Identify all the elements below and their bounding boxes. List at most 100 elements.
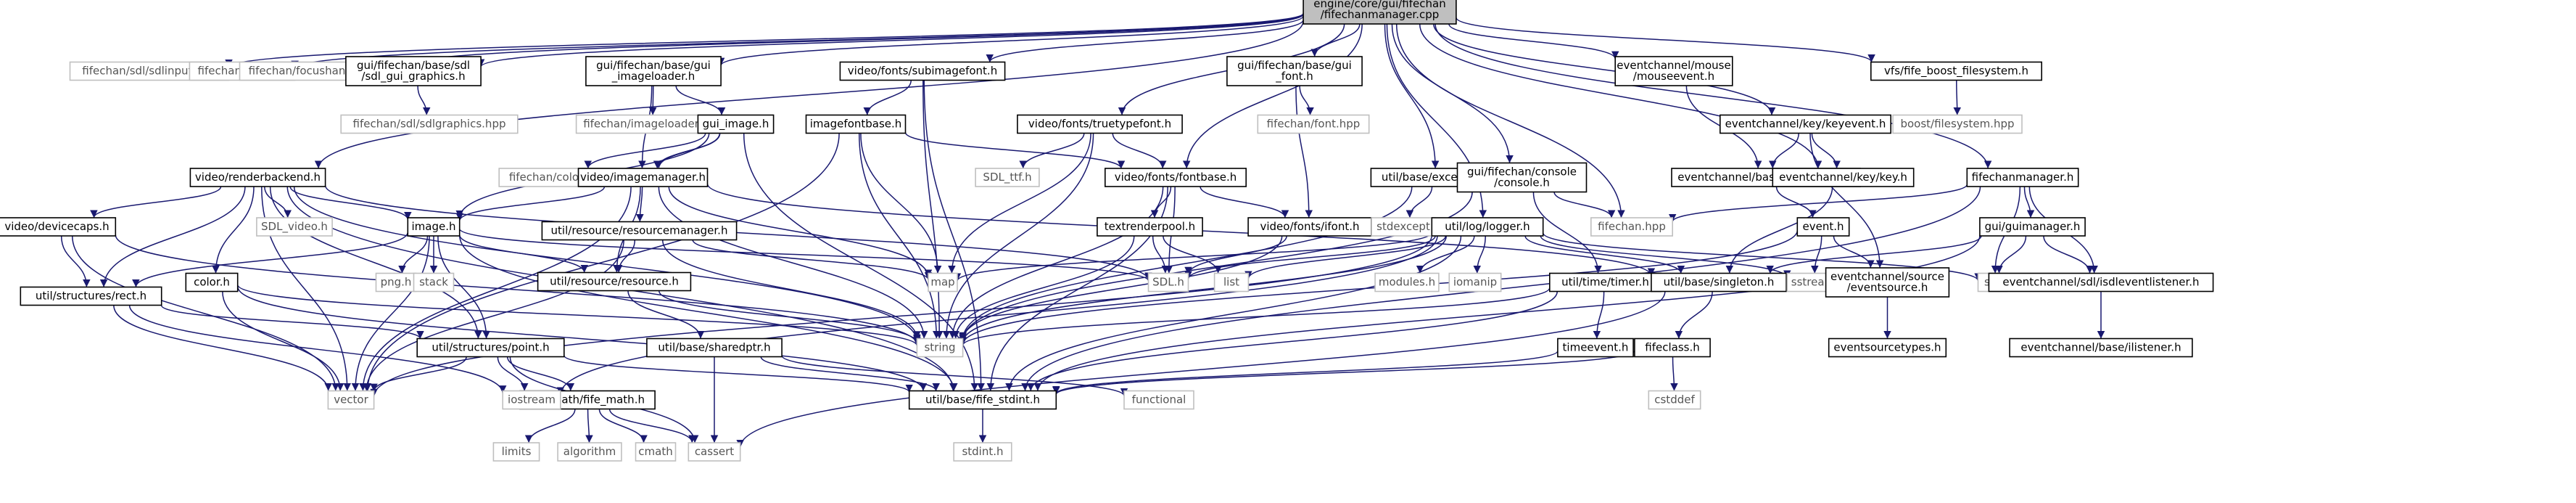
edge-renderbackend-to-sdl-video — [264, 186, 292, 218]
node-box — [541, 221, 738, 241]
node-imagefontbase[interactable]: imagefontbase.h — [805, 114, 907, 134]
node-box — [345, 56, 482, 86]
node-box — [1226, 56, 1363, 86]
node-root[interactable]: engine/core/gui/fifechan/fifechanmanager… — [1303, 0, 1457, 25]
node-key-h[interactable]: eventchannel/key/key.h — [1772, 168, 1915, 187]
edge-renderbackend-to-color-h — [212, 186, 255, 274]
node-fife-stdint[interactable]: util/base/fife_stdint.h — [908, 390, 1057, 410]
edge-textrenderpool-to-sdl-h — [1152, 235, 1170, 274]
edge-renderbackend-to-rect — [99, 186, 246, 287]
node-label: SDL_video.h — [261, 220, 328, 234]
node-label: fifechan/imageloader.hpp — [583, 118, 722, 131]
edge-sharedptr-to-fife-stdint — [760, 356, 940, 391]
edge-image-h-to-rect — [132, 232, 409, 287]
node-eventsourcetypes[interactable]: eventsourcetypes.h — [1828, 338, 1947, 358]
node-label: video/renderbackend.h — [195, 171, 321, 184]
node-textrenderpool[interactable]: textrenderpool.h — [1097, 217, 1203, 237]
node-guimanager[interactable]: gui/guimanager.h — [1979, 217, 2086, 237]
node-sharedptr[interactable]: util/base/sharedptr.h — [646, 338, 783, 358]
node-label: gui/fifechan/base/gui — [596, 59, 711, 72]
node-stack: stack — [413, 272, 455, 293]
edge-guimanager-to-sdleventlistener — [2043, 235, 2094, 274]
edge-guimanager-to-set — [1995, 235, 2027, 274]
node-console[interactable]: gui/fifechan/console/console.h — [1456, 162, 1588, 193]
node-resource[interactable]: util/resource/resource.h — [537, 271, 692, 292]
node-label: video/devicecaps.h — [4, 220, 109, 233]
node-gui-font[interactable]: gui/fifechan/base/gui_font.h — [1226, 56, 1363, 86]
node-cassert: cassert — [688, 442, 741, 462]
node-timer[interactable]: util/time/timer.h — [1549, 272, 1662, 293]
node-label: vector — [334, 393, 368, 406]
node-point[interactable]: util/structures/point.h — [416, 338, 565, 358]
node-boost-fs[interactable]: vfs/fife_boost_filesystem.h — [1870, 61, 2043, 81]
node-label: png.h — [381, 276, 412, 289]
edge-image-h-to-png — [398, 235, 429, 274]
node-box — [1796, 217, 1850, 237]
node-devicecaps[interactable]: video/devicecaps.h — [0, 217, 117, 237]
edge-logger-to-sdl-h — [1184, 235, 1436, 279]
node-eventsource[interactable]: eventchannel/source/eventsource.h — [1825, 267, 1950, 298]
edge-fifechanmanager-h-to-guimanager — [2023, 186, 2035, 218]
edge-color-h-to-vector — [222, 291, 344, 391]
node-sdl-gui-graphics[interactable]: gui/fifechan/base/sdl/sdl_gui_graphics.h — [345, 56, 482, 86]
node-box — [340, 114, 519, 134]
node-truetypefont[interactable]: video/fonts/truetypefont.h — [1017, 114, 1183, 134]
node-gui-imageloader[interactable]: gui/fifechan/base/gui_imageloader.h — [585, 56, 722, 86]
edge-root-to-boost-fs — [1456, 17, 1875, 62]
node-label: timeevent.h — [1563, 341, 1629, 354]
node-resourcemanager[interactable]: util/resource/resourcemanager.h — [541, 221, 738, 241]
node-imagemanager[interactable]: video/imagemanager.h — [577, 168, 709, 187]
edge-timer-to-fife-stdint — [1027, 291, 1559, 391]
edge-resourcemanager-to-vector — [363, 240, 624, 391]
node-color-h[interactable]: color.h — [185, 272, 239, 293]
node-stdexcept: stdexcept — [1371, 217, 1436, 237]
node-box — [1828, 338, 1947, 358]
edge-gui-font-to-fc-font — [1299, 85, 1314, 115]
node-fontbase[interactable]: video/fonts/fontbase.h — [1105, 168, 1247, 187]
node-box — [585, 56, 722, 86]
node-box — [697, 114, 775, 134]
node-mouseevent[interactable]: eventchannel/mouse/mouseevent.h — [1614, 56, 1733, 86]
edge-root-to-focushandler — [395, 13, 1304, 68]
node-singleton[interactable]: util/base/singleton.h — [1651, 272, 1787, 293]
node-label: SDL.h — [1152, 276, 1184, 289]
node-image-h[interactable]: image.h — [407, 217, 461, 237]
edge-image-h-to-point — [437, 235, 490, 339]
node-sdlgraphics: fifechan/sdl/sdlgraphics.hpp — [340, 114, 519, 134]
node-map: map — [928, 272, 958, 293]
node-renderbackend[interactable]: video/renderbackend.h — [189, 168, 326, 187]
edge-keyevent-to-key-h — [1811, 133, 1841, 169]
node-box — [1123, 390, 1194, 410]
node-sdleventlistener[interactable]: eventchannel/sdl/isdleventlistener.h — [1988, 272, 2214, 293]
node-box — [537, 271, 692, 292]
edge-resource-to-string — [658, 290, 921, 343]
edge-imagemanager-to-image-h — [455, 186, 606, 221]
node-rect[interactable]: util/structures/rect.h — [20, 286, 162, 306]
edge-image-h-to-fife-stdint — [458, 234, 958, 391]
edge-root-to-subimagefont — [986, 19, 1304, 62]
node-keyevent[interactable]: eventchannel/key/keyevent.h — [1720, 114, 1892, 134]
node-fifeclass[interactable]: fifeclass.h — [1634, 338, 1711, 358]
edge-resourcemanager-to-map — [692, 240, 933, 280]
edge-fifechanmanager-h-to-fife-stdint — [1021, 186, 1981, 391]
node-timeevent[interactable]: timeevent.h — [1557, 338, 1634, 358]
edge-imagefontbase-to-vector — [363, 133, 840, 391]
node-ilistener[interactable]: eventchannel/base/ilistener.h — [2009, 338, 2193, 358]
node-label: util/base/sharedptr.h — [658, 341, 770, 354]
node-subimagefont[interactable]: video/fonts/subimagefont.h — [839, 61, 1006, 81]
node-event-h[interactable]: event.h — [1796, 217, 1850, 237]
node-gui-image[interactable]: gui_image.h — [697, 114, 775, 134]
node-label: stdint.h — [962, 445, 1003, 458]
node-fifechanmanager-h[interactable]: fifechanmanager.h — [1966, 168, 2079, 187]
node-limits: limits — [492, 442, 540, 462]
edge-fife-math-to-cassert — [608, 409, 696, 443]
node-modules: modules.h — [1374, 272, 1440, 293]
edge-fifeclass-to-cstddef — [1670, 356, 1678, 391]
node-box — [492, 442, 540, 462]
node-ifont[interactable]: video/fonts/ifont.h — [1247, 217, 1372, 237]
node-box — [1257, 114, 1370, 134]
node-label: eventchannel/key/keyevent.h — [1725, 118, 1886, 131]
node-box — [1456, 162, 1588, 193]
node-logger[interactable]: util/log/logger.h — [1431, 217, 1544, 237]
edge-imagefontbase-to-string — [858, 133, 941, 339]
